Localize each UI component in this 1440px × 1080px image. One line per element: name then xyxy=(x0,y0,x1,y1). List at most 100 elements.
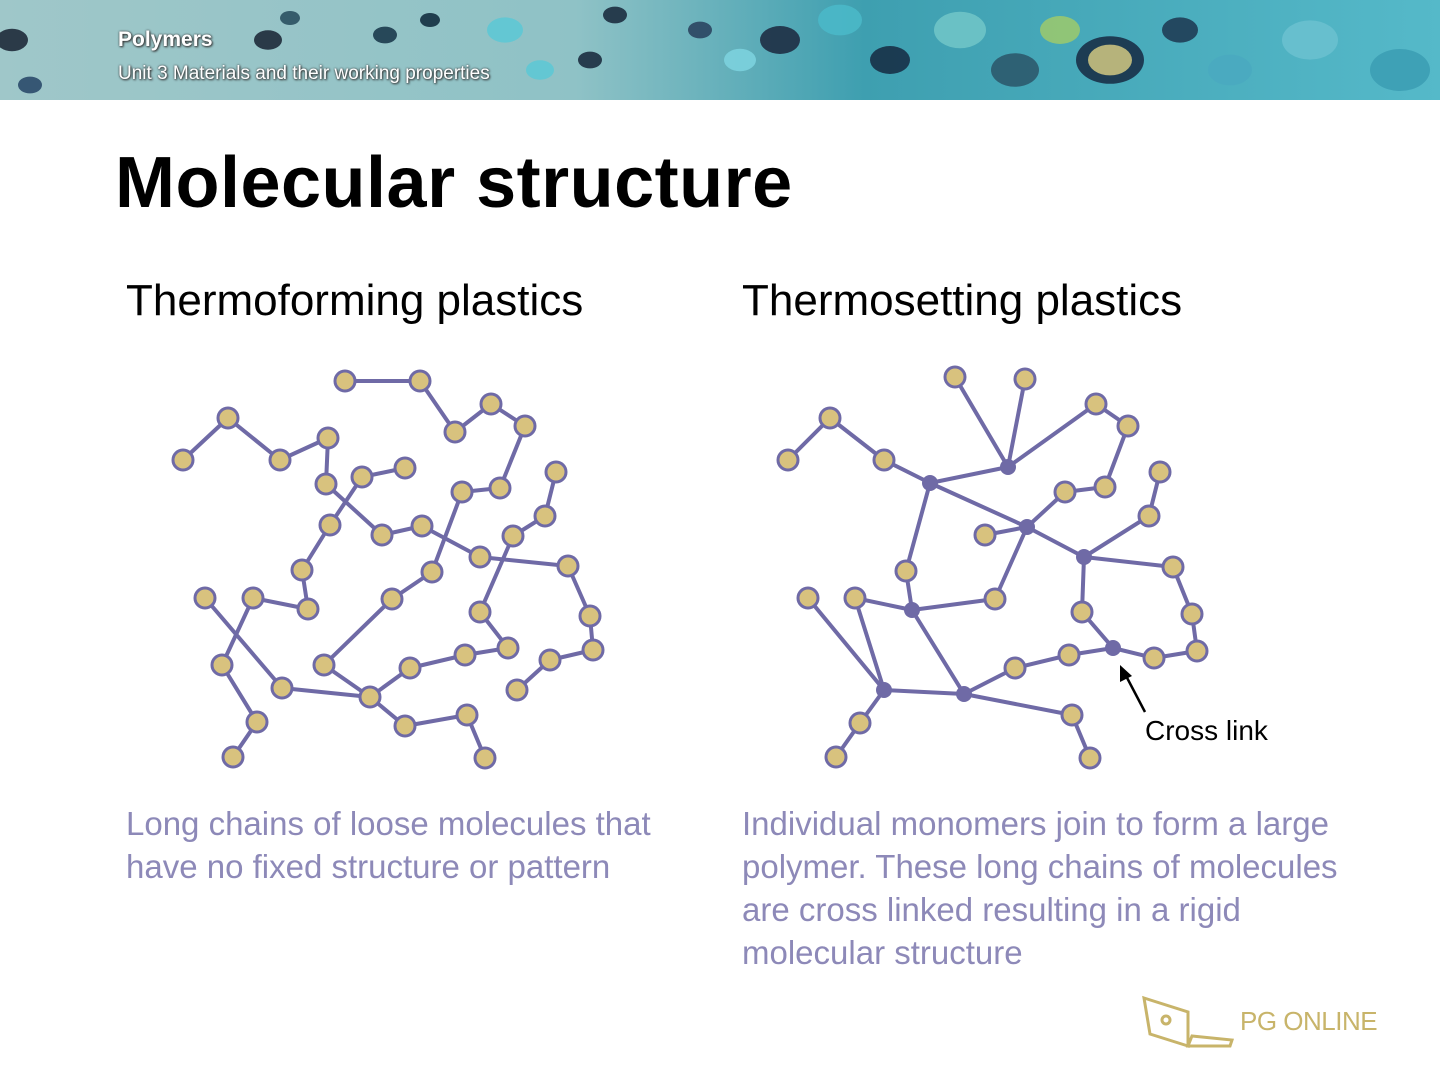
monomer-node xyxy=(501,524,525,548)
banner-ornament xyxy=(487,17,523,43)
monomer-node xyxy=(270,676,294,700)
monomer-node xyxy=(533,504,557,528)
bond-line xyxy=(478,555,570,568)
monomer-node xyxy=(983,587,1007,611)
banner-subtitle: Unit 3 Materials and their working prope… xyxy=(118,63,490,84)
monomer-node xyxy=(1142,646,1166,670)
cross-link-node xyxy=(876,682,892,698)
monomer-node xyxy=(1148,460,1172,484)
bond-line xyxy=(478,534,515,614)
bond-line xyxy=(882,688,966,696)
monomer-node xyxy=(556,554,580,578)
monomer-node xyxy=(872,448,896,472)
logo-text: PG ONLINE xyxy=(1240,1006,1378,1036)
monomer-node xyxy=(1070,600,1094,624)
monomer-node xyxy=(1053,480,1077,504)
monomer-node xyxy=(312,653,336,677)
header-banner: Polymers Unit 3 Materials and their work… xyxy=(0,0,1440,100)
bond-line xyxy=(1082,555,1175,569)
monomer-node xyxy=(420,560,444,584)
monomer-node xyxy=(1003,656,1027,680)
banner-ornament xyxy=(1162,17,1198,43)
monomer-node xyxy=(316,426,340,450)
thermoforming-diagram xyxy=(171,369,605,770)
monomer-node xyxy=(393,714,417,738)
monomer-node xyxy=(1057,643,1081,667)
banner-ornament xyxy=(18,76,42,94)
monomer-node xyxy=(216,406,240,430)
monomer-node xyxy=(410,514,434,538)
bond-line xyxy=(928,481,1029,529)
bond-line xyxy=(806,596,886,692)
banner-ornament xyxy=(420,13,440,27)
cross-link-label: Cross link xyxy=(1145,715,1269,746)
monomer-node xyxy=(796,586,820,610)
monomer-node xyxy=(468,600,492,624)
cross-link-node xyxy=(1105,640,1121,656)
banner-ornament xyxy=(818,4,862,36)
monomer-node xyxy=(408,369,432,393)
monomer-node xyxy=(221,745,245,769)
bond-line xyxy=(220,596,255,667)
monomer-node xyxy=(513,414,537,438)
monomer-node xyxy=(894,559,918,583)
monomer-node xyxy=(453,643,477,667)
monomer-node xyxy=(398,656,422,680)
monomer-node xyxy=(450,480,474,504)
monomer-node xyxy=(1161,555,1185,579)
bond-line xyxy=(322,597,394,667)
monomer-node xyxy=(268,448,292,472)
cross-link-node xyxy=(1000,459,1016,475)
monomer-node xyxy=(1060,703,1084,727)
monomer-node xyxy=(1185,639,1209,663)
banner-ornament xyxy=(991,53,1039,87)
monomer-node xyxy=(290,558,314,582)
monomer-node xyxy=(443,420,467,444)
monomer-node xyxy=(210,653,234,677)
thermosetting-heading: Thermosetting plastics xyxy=(742,276,1183,325)
bond-line xyxy=(1025,525,1086,559)
monomer-node xyxy=(488,476,512,500)
monomer-node xyxy=(393,456,417,480)
monomer-node xyxy=(818,406,842,430)
cross-link-node xyxy=(1019,519,1035,535)
thermosetting-description: Individual monomers join to form a large… xyxy=(742,805,1338,971)
monomer-node xyxy=(1084,392,1108,416)
banner-title: Polymers xyxy=(118,28,213,51)
monomer-node xyxy=(1180,602,1204,626)
bond-line xyxy=(928,465,1010,485)
monomer-node xyxy=(358,685,382,709)
bond-line xyxy=(910,597,997,612)
banner-ornament xyxy=(603,6,627,24)
pg-online-logo: PG ONLINE xyxy=(1140,990,1380,1050)
monomer-node xyxy=(848,711,872,735)
bond-line xyxy=(280,686,372,699)
bond-line xyxy=(910,608,966,696)
bond-line xyxy=(1082,514,1151,559)
banner-ornament xyxy=(1208,54,1252,86)
monomers xyxy=(776,365,1209,770)
monomer-node xyxy=(973,523,997,547)
bond-line xyxy=(853,596,886,692)
monomer-node xyxy=(473,746,497,770)
monomer-node xyxy=(843,586,867,610)
banner-ornament xyxy=(1040,16,1080,44)
monomer-node xyxy=(581,638,605,662)
banner-ornament xyxy=(280,11,300,25)
monomer-node xyxy=(824,745,848,769)
monomer-node xyxy=(776,448,800,472)
bond-line xyxy=(1006,377,1027,469)
banner-ornament xyxy=(373,26,397,44)
monomer-node xyxy=(245,710,269,734)
bond-line xyxy=(324,482,384,537)
banner-ornament xyxy=(0,28,28,52)
monomer-node xyxy=(333,369,357,393)
banner-ornament xyxy=(760,26,800,54)
banner-ornament xyxy=(688,21,712,39)
banner-ornament xyxy=(526,60,554,80)
bond-line xyxy=(962,692,1074,717)
banner-background xyxy=(0,0,1440,100)
monomer-node xyxy=(1093,475,1117,499)
banner-ornament xyxy=(724,48,756,72)
